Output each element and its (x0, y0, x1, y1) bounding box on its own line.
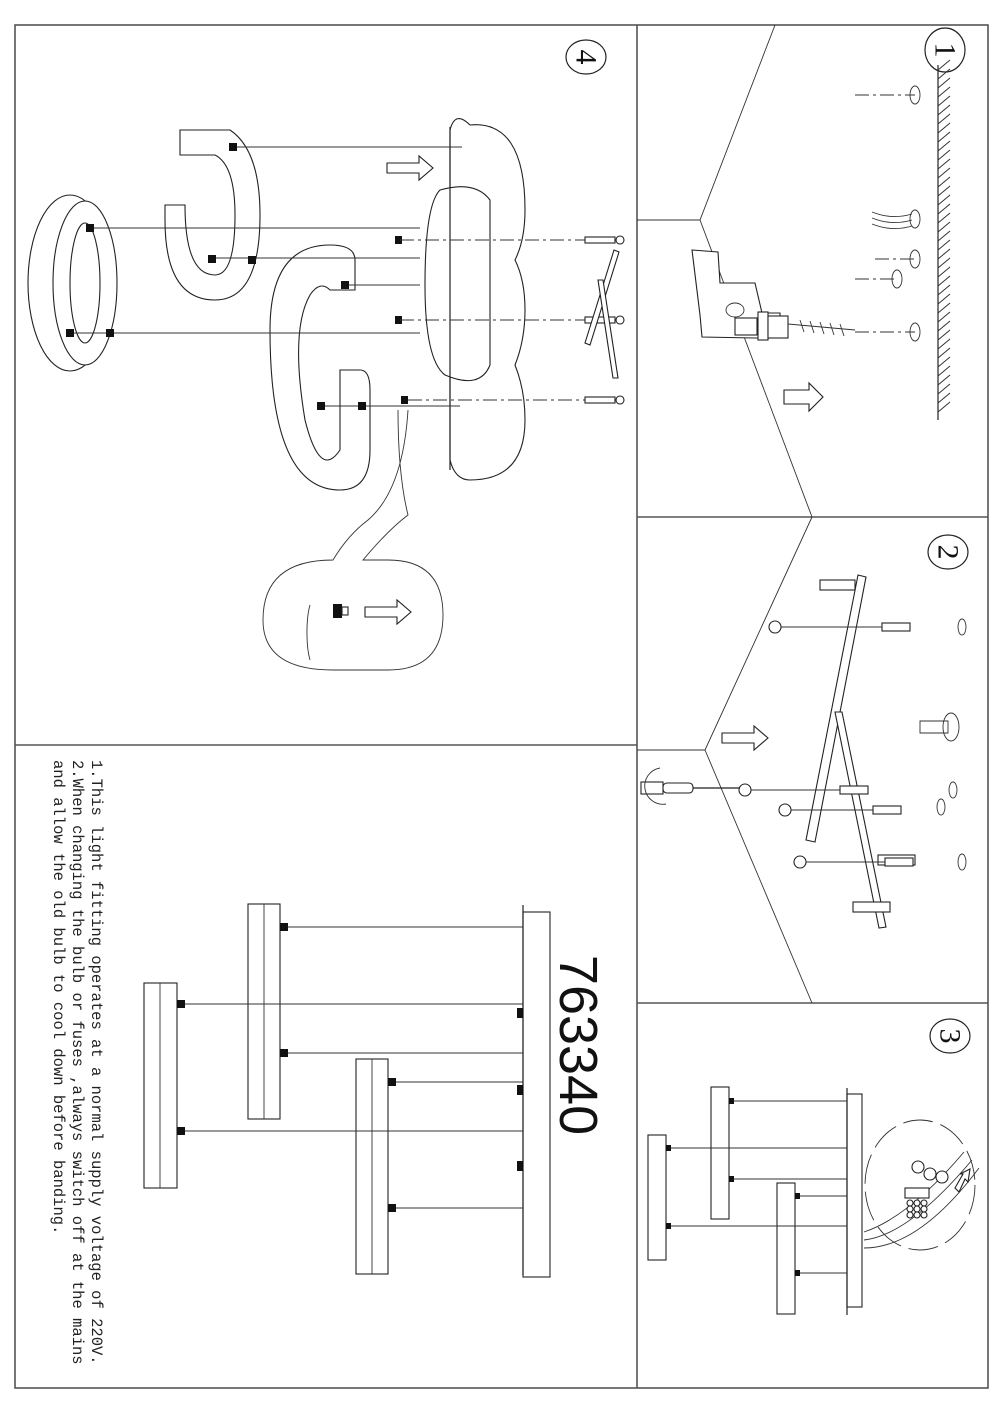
nut-detail-callout (262, 409, 444, 671)
ceiling-holes (919, 618, 967, 871)
canopy-base-icon (424, 118, 526, 481)
model-number: 763340 (548, 955, 608, 1135)
step-4-number: 4 (570, 50, 603, 65)
lamp-side-view-large (143, 903, 551, 1278)
step-number-badge: 4 (565, 39, 607, 75)
drill-hole-markers (855, 85, 921, 342)
screw-anchor-set (738, 579, 916, 913)
safety-notes: 1.This light fitting operates at a norma… (49, 760, 105, 1365)
light-ring-c-shape-upper (164, 129, 261, 301)
note-line-1: 1.This light fitting operates at a norma… (87, 760, 105, 1365)
direction-arrow-icon (386, 154, 434, 182)
note-line-2: 2.When changing the bulb or fuses ,alway… (68, 760, 86, 1365)
step-number-badge: 2 (927, 534, 969, 570)
wire-connector-detail (863, 1119, 980, 1251)
overview-panel: 763340 1.This light fitting operates at … (49, 760, 608, 1365)
direction-arrow-icon (783, 381, 824, 413)
step-3-number: 3 (934, 1029, 967, 1044)
mounting-screws (400, 235, 625, 405)
step-number-badge: 3 (929, 1018, 971, 1054)
mounting-bracket-icon (805, 574, 887, 929)
light-ring-large (27, 194, 118, 372)
note-line-3: and allow the old bulb to cool down befo… (49, 760, 67, 1234)
step-2-panel: 2 (637, 516, 969, 1004)
light-ring-c-shape-lower (269, 244, 371, 491)
power-drill-icon (691, 249, 856, 341)
step-number-badge: 1 (924, 27, 966, 73)
suspension-cables (66, 143, 462, 410)
direction-arrow-icon (721, 724, 769, 752)
screwdriver-icon (640, 767, 740, 805)
panel-frame (14, 24, 989, 1389)
step-1-number: 1 (929, 43, 962, 58)
step-1-panel: 1 (637, 24, 966, 518)
lamp-side-view-small (647, 1086, 863, 1315)
step-3-panel: 3 (647, 1018, 980, 1315)
ceiling-wall-icon (937, 59, 951, 420)
step-4-panel: 4 (27, 39, 625, 671)
step-2-number: 2 (932, 545, 965, 560)
